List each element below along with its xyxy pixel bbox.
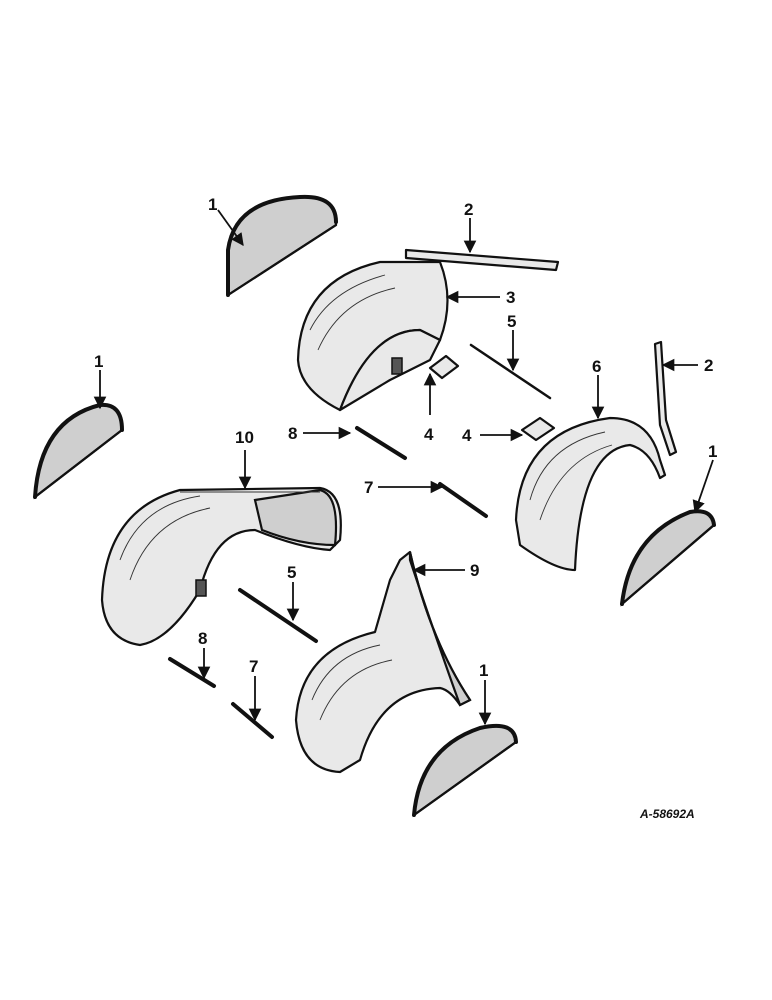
rod-upper	[469, 343, 552, 400]
fender-panel-right	[620, 509, 716, 607]
right-fender	[514, 416, 667, 572]
callout-5-lower: 5	[287, 563, 296, 582]
strip-7-upper	[438, 482, 488, 518]
bracket-upper	[428, 354, 460, 380]
fender-panel-left	[33, 402, 124, 500]
rod-lower	[238, 588, 318, 643]
callout-3: 3	[506, 288, 515, 307]
drawing-code: A-58692A	[639, 807, 695, 821]
callout-2-right: 2	[704, 356, 713, 375]
callout-8-lower: 8	[198, 629, 207, 648]
left-front-fender	[100, 486, 342, 647]
callout-5-upper: 5	[507, 312, 516, 331]
callout-6: 6	[592, 357, 601, 376]
callout-10: 10	[235, 428, 254, 447]
strip-7-lower	[231, 702, 274, 739]
strip-8-upper	[355, 426, 407, 460]
callout-8-upper: 8	[288, 424, 297, 443]
fender-brace-top	[404, 248, 560, 272]
callout-4-upper: 4	[424, 425, 434, 444]
bracket-lower	[520, 416, 556, 442]
callout-7-lower: 7	[249, 657, 258, 676]
callout-4-lower: 4	[462, 426, 472, 445]
callout-1-bottom: 1	[479, 661, 488, 680]
fender-panel-bottom	[412, 723, 518, 818]
callout-1-left: 1	[94, 352, 103, 371]
callout-labels: 1 2 3 5 2 6 1 1 4 4 8 10 7 9 5 8 7 1	[94, 195, 717, 680]
callout-2-top: 2	[464, 200, 473, 219]
fender-brace-right	[653, 340, 678, 457]
right-front-fender	[294, 550, 472, 774]
callout-9: 9	[470, 561, 479, 580]
leader-lines	[93, 209, 714, 726]
callout-1-right: 1	[708, 442, 717, 461]
strip-8-lower	[168, 657, 216, 688]
callout-1-top: 1	[208, 195, 217, 214]
fender-panel-top	[226, 194, 338, 298]
rear-fender	[296, 260, 449, 412]
callout-7-upper: 7	[364, 478, 373, 497]
